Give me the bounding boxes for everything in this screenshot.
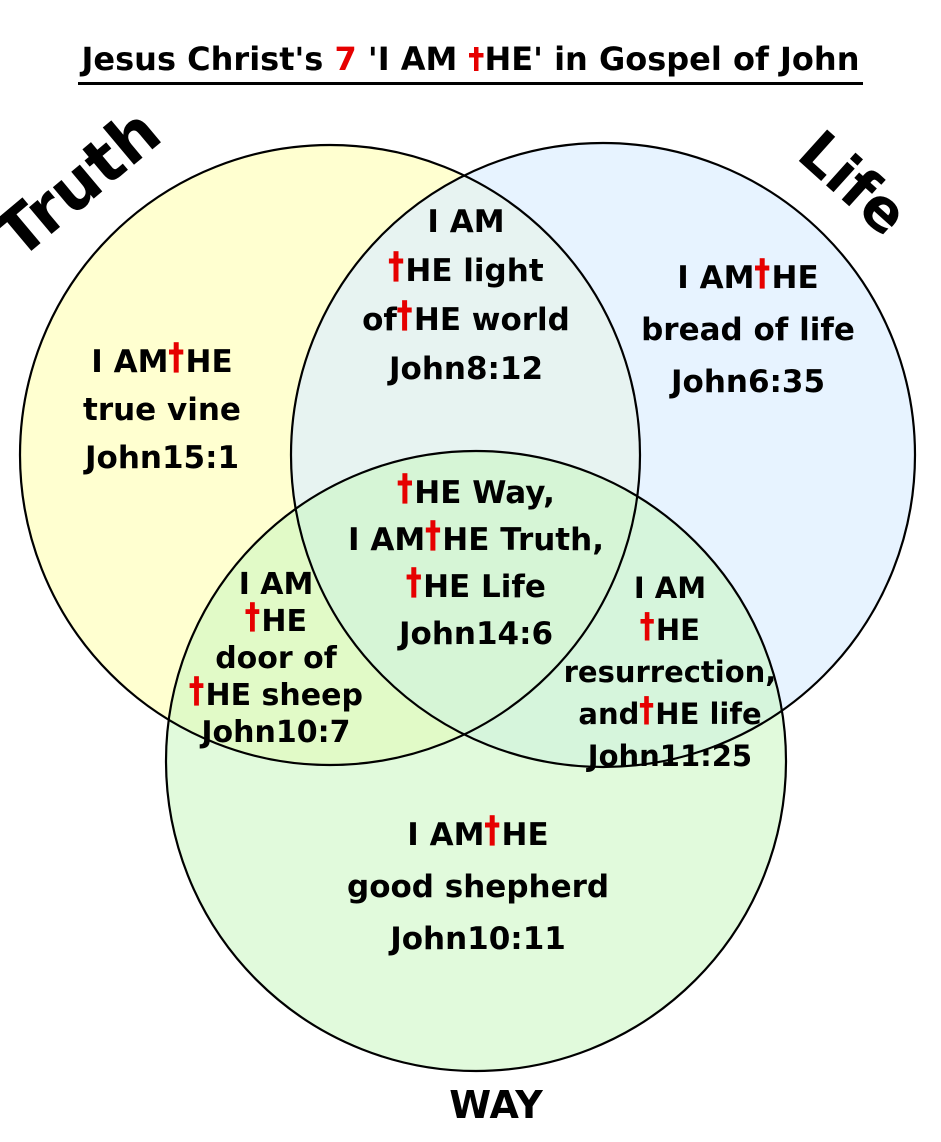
region-line-text: HE Life: [423, 569, 546, 605]
truth-circle-outline: [18, 143, 642, 767]
region-line-text: HE life: [655, 697, 761, 731]
cross-icon: [189, 676, 204, 706]
way-set-label: WAY: [449, 1083, 543, 1127]
region-line-text: bread of life: [641, 312, 855, 348]
title-underline: Jesus Christ's 7 'I AM HE' in Gospel of …: [77, 40, 864, 85]
region-line-text: HE world: [414, 302, 570, 338]
region-line-text: HE: [186, 344, 233, 380]
region-line-text: door of: [215, 641, 338, 676]
life-circle-outline: [289, 141, 917, 769]
region-line-text: HE sheep: [206, 678, 363, 713]
cross-icon: [397, 473, 412, 504]
cross-icon: [640, 612, 654, 641]
region-line-text: of: [362, 302, 397, 338]
region-line-text: John11:25: [586, 739, 752, 773]
region-line-text: John15:1: [83, 440, 239, 476]
region-line-text: I AM: [634, 571, 706, 605]
cross-icon: [245, 602, 260, 632]
region-line-text: HE: [261, 604, 307, 639]
region-line-text: HE light: [405, 253, 543, 289]
cross-icon: [425, 520, 441, 551]
cross-icon: [397, 300, 412, 331]
cross-icon: [406, 567, 421, 598]
cross-icon: [755, 258, 770, 289]
region-line-text: John8:12: [387, 351, 543, 387]
venn-circles: [18, 141, 917, 1073]
region-line-text: I AM: [427, 204, 504, 240]
cross-icon: [485, 815, 500, 846]
region-line-text: John6:35: [669, 364, 825, 400]
title-number: 7: [334, 40, 357, 78]
way-circle: [166, 451, 786, 1071]
region-line-text: and: [578, 697, 639, 731]
region-line-text: HE Truth,: [442, 522, 604, 558]
cross-icon: [169, 342, 184, 373]
region-line-text: true vine: [83, 392, 241, 428]
region-line-text: I AM: [407, 817, 484, 853]
region-line-text: John10:7: [199, 715, 350, 750]
region-line-text: HE Way,: [414, 475, 555, 511]
way-circle-outline: [164, 449, 788, 1073]
page-title: Jesus Christ's 7 'I AM HE' in Gospel of …: [0, 40, 941, 85]
region-line-text: John10:11: [388, 921, 566, 957]
cross-icon: [469, 47, 484, 71]
cross-icon: [388, 251, 404, 282]
title-suffix: ' in Gospel of John: [533, 40, 860, 78]
title-he: HE: [484, 40, 534, 78]
region-line-text: I AM: [91, 344, 168, 380]
region-line-text: HE: [772, 260, 819, 296]
region-line-text: HE: [656, 613, 700, 647]
title-middle: 'I AM: [356, 40, 469, 78]
cross-icon: [639, 696, 654, 725]
title-prefix: Jesus Christ's: [81, 40, 335, 78]
region-line-text: good shepherd: [347, 869, 609, 905]
region-line-text: HE: [502, 817, 549, 853]
region-line-text: I AM: [348, 522, 425, 558]
region-line-text: I AM: [677, 260, 754, 296]
region-line-text: I AM: [239, 567, 314, 602]
region-line-text: resurrection,: [564, 655, 777, 689]
region-line-text: John14:6: [397, 616, 553, 652]
